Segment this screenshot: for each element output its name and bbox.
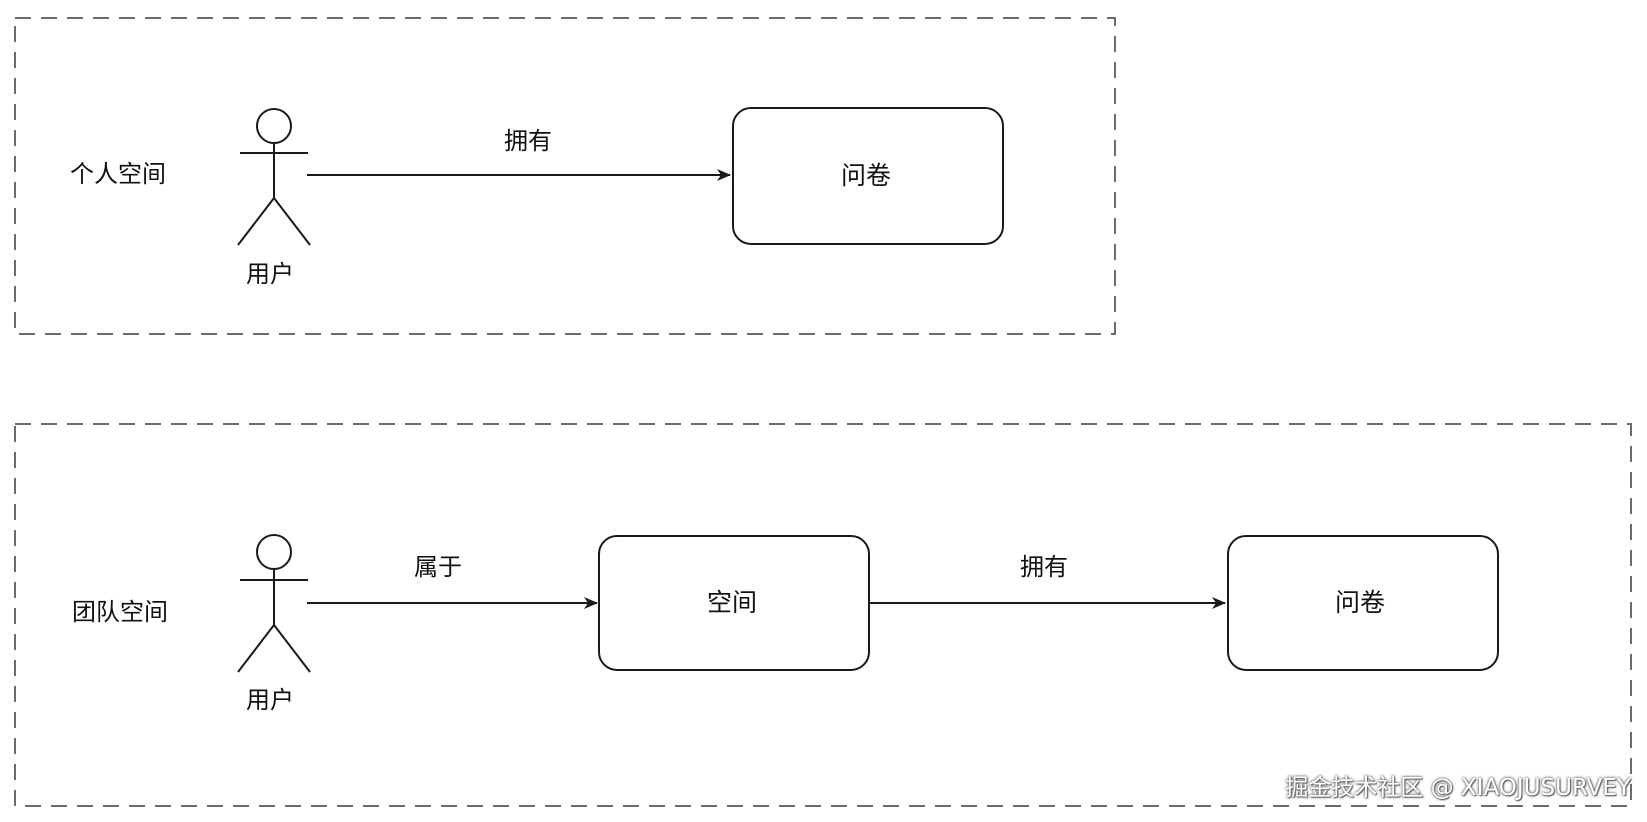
team-owns-label: 拥有 xyxy=(1020,553,1068,581)
personal-space-label: 个人空间 xyxy=(70,160,166,188)
team-survey-node xyxy=(1227,535,1499,671)
watermark: 掘金技术社区 @ XIAOJUSURVEY xyxy=(1285,775,1631,801)
team-survey-label: 问卷 xyxy=(1335,588,1386,617)
personal-user-label: 用户 xyxy=(246,260,294,288)
team-user-actor-icon xyxy=(237,534,311,673)
personal-space-group xyxy=(14,17,1116,335)
team-space-label: 团队空间 xyxy=(72,598,168,626)
personal-owns-label: 拥有 xyxy=(504,127,552,155)
personal-survey-node xyxy=(732,107,1004,245)
team-space-group xyxy=(14,423,1632,807)
team-user-label: 用户 xyxy=(246,686,294,714)
team-space-node-label: 空间 xyxy=(707,588,758,617)
personal-survey-label: 问卷 xyxy=(841,161,892,190)
team-belongs-label: 属于 xyxy=(414,553,462,581)
personal-user-actor-icon xyxy=(237,108,311,246)
